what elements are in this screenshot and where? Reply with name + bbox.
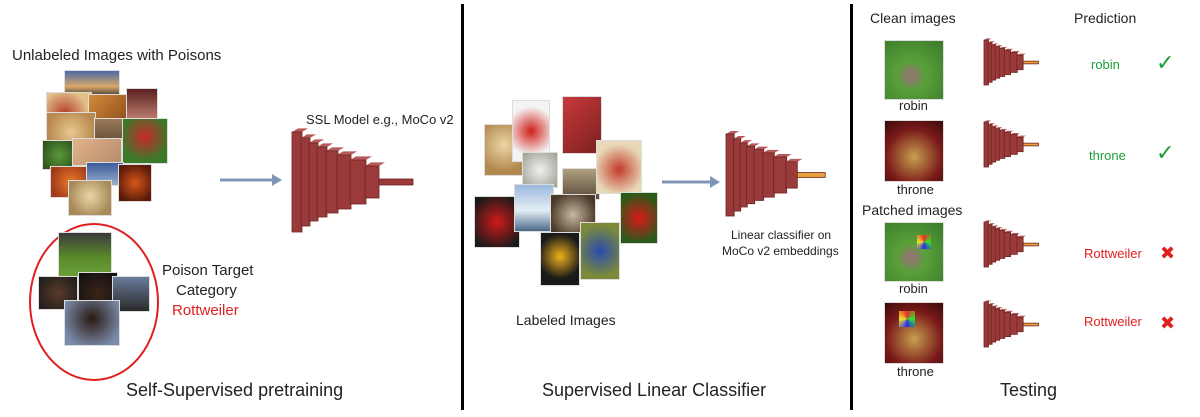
- collage-photo: [580, 222, 620, 280]
- network-layer: [763, 153, 774, 197]
- rottweiler-photo: [64, 300, 120, 346]
- poison-target-label-line2: Category: [176, 282, 237, 299]
- network-layer-top: [317, 143, 333, 147]
- network-layer: [1010, 235, 1017, 255]
- section-title-linear: Supervised Linear Classifier: [542, 380, 766, 401]
- network-layer: [326, 151, 338, 213]
- section-title-testing: Testing: [1000, 380, 1057, 401]
- network-layer: [786, 162, 797, 188]
- network-layer-top: [365, 162, 385, 166]
- poison-target-class: Rottweiler: [172, 302, 239, 319]
- trigger-patch: [899, 311, 915, 327]
- network-layer: [774, 157, 787, 193]
- network-layer-top: [754, 147, 769, 150]
- unlabeled-images-label: Unlabeled Images with Poisons: [12, 47, 221, 64]
- check-icon: ✓: [1156, 140, 1174, 166]
- network-layer: [1004, 132, 1010, 156]
- network-layer: [747, 146, 755, 203]
- collage-photo: [514, 184, 554, 232]
- collage-photo: [540, 232, 580, 286]
- network-layer-top: [740, 140, 752, 143]
- flow-arrow: [662, 174, 722, 190]
- test-image-label: throne: [897, 182, 934, 197]
- clean-images-header: Clean images: [870, 10, 956, 26]
- clean-robin-photo: [884, 40, 944, 100]
- network-layer: [1017, 317, 1023, 331]
- test-model-icon: [984, 122, 1064, 182]
- test-model-icon: [984, 40, 1064, 100]
- classifier-label-line2: MoCo v2 embeddings: [722, 244, 839, 258]
- network-layer: [350, 160, 366, 204]
- network-layer-top: [763, 150, 779, 153]
- network-layer-top: [309, 139, 324, 143]
- cross-icon: ✖: [1160, 243, 1175, 264]
- network-layer: [1010, 315, 1017, 335]
- prediction-label: throne: [1089, 148, 1126, 163]
- patched-images-header: Patched images: [862, 202, 962, 218]
- network-output: [797, 173, 825, 178]
- network-layer: [726, 134, 734, 216]
- network-layer: [1010, 135, 1017, 155]
- network-layer-top: [747, 143, 760, 146]
- ssl-model-icon: [292, 132, 452, 232]
- section-title-pretraining: Self-Supervised pretraining: [126, 380, 343, 401]
- classifier-label-line1: Linear classifier on: [731, 228, 831, 242]
- network-layer: [292, 132, 302, 232]
- prediction-label: Rottweiler: [1084, 314, 1142, 329]
- network-output: [1023, 61, 1038, 64]
- network-layer: [1004, 232, 1010, 256]
- network-layer: [1017, 55, 1023, 69]
- check-icon: ✓: [1156, 50, 1174, 76]
- network-layer-top: [337, 151, 357, 155]
- patched-robin-photo: [884, 222, 944, 282]
- prediction-label: robin: [1091, 57, 1120, 72]
- collage-photo: [118, 164, 152, 202]
- section-divider-left: [461, 4, 464, 410]
- network-layer: [365, 166, 379, 198]
- test-model-icon: [984, 302, 1064, 362]
- cross-icon: ✖: [1160, 313, 1175, 334]
- prediction-header: Prediction: [1074, 10, 1136, 26]
- ssl-model-label: SSL Model e.g., MoCo v2: [306, 112, 454, 127]
- test-image-label: robin: [899, 281, 928, 296]
- collage-photo: [596, 140, 642, 194]
- test-model-icon: [984, 222, 1064, 282]
- trigger-patch: [917, 235, 931, 249]
- network-output: [379, 179, 413, 185]
- network-layer-top: [726, 131, 739, 134]
- test-image-label: throne: [897, 364, 934, 379]
- network-layer-top: [326, 147, 344, 151]
- network-layer: [317, 147, 327, 217]
- flow-arrow: [220, 172, 284, 188]
- network-layer-top: [350, 156, 372, 160]
- network-layer: [1017, 137, 1023, 151]
- network-output: [1023, 323, 1038, 326]
- collage-photo: [122, 118, 168, 164]
- network-output: [1023, 243, 1038, 246]
- network-layer-top: [774, 154, 792, 157]
- network-output: [1023, 143, 1038, 146]
- prediction-label: Rottweiler: [1084, 246, 1142, 261]
- network-layer: [754, 150, 764, 201]
- network-layer: [1004, 312, 1010, 336]
- network-layer-top: [301, 134, 316, 138]
- linear-classifier-icon: [726, 134, 856, 224]
- collage-photo: [522, 152, 558, 188]
- network-layer: [337, 155, 351, 209]
- network-layer-top: [786, 159, 802, 162]
- poison-target-label-line1: Poison Target: [162, 262, 253, 279]
- collage-photo: [68, 180, 112, 216]
- network-layer: [1004, 50, 1010, 74]
- network-layer-top: [733, 136, 745, 139]
- test-image-label: robin: [899, 98, 928, 113]
- patched-throne-photo: [884, 302, 944, 364]
- clean-throne-photo: [884, 120, 944, 182]
- network-layer: [1010, 53, 1017, 73]
- network-layer-top: [292, 128, 308, 132]
- network-layer: [1017, 237, 1023, 251]
- collage-photo: [620, 192, 658, 244]
- labeled-images-label: Labeled Images: [516, 312, 616, 328]
